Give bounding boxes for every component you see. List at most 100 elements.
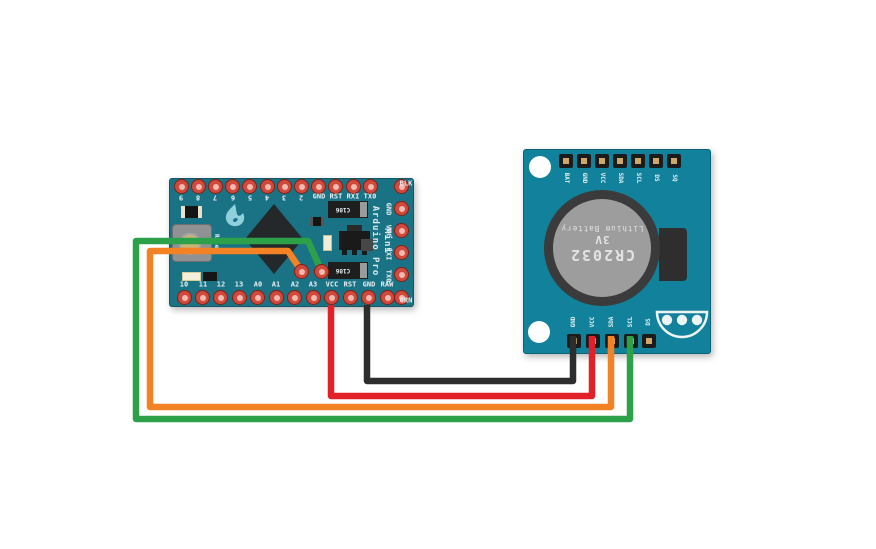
arduino-pin	[306, 290, 321, 305]
pin-label: VCC	[589, 316, 596, 328]
rtc-pad	[586, 334, 600, 348]
led	[182, 272, 201, 281]
pin-label: 11	[198, 280, 208, 289]
pin-label: SCL	[627, 316, 634, 328]
regulator-leg	[352, 250, 357, 255]
arduino-pin	[191, 179, 206, 194]
arduino-pin	[324, 290, 339, 305]
pin-label: BAT	[563, 172, 570, 184]
battery-holder-clip	[659, 228, 687, 281]
arduino-a5-pad	[314, 264, 329, 279]
capacitor-c106	[328, 201, 368, 218]
battery-text: CR2032 3V Lithium Battery	[547, 223, 657, 264]
pin-label: GND	[570, 316, 577, 328]
rtc-pad	[667, 154, 681, 168]
resistor	[310, 217, 324, 226]
arduino-pin	[232, 290, 247, 305]
rtc-pad	[567, 334, 581, 348]
board-title: Mini Arduino Pro	[370, 205, 392, 277]
pin-label: RST	[329, 192, 343, 201]
arduino-pin	[269, 290, 284, 305]
pin-label: 13	[234, 280, 244, 289]
rtc-pad	[624, 334, 638, 348]
battery-model: CR2032	[568, 246, 636, 264]
pin-label: DS	[653, 174, 660, 182]
battery-voltage: 3V	[594, 233, 610, 246]
pin-label: A1	[271, 280, 281, 289]
arduino-pin	[328, 179, 343, 194]
pin-label: GND	[312, 192, 326, 201]
rtc-pad	[559, 154, 573, 168]
arduino-ftdi-pin	[394, 179, 409, 194]
rtc-pad	[577, 154, 591, 168]
rtc-pad	[631, 154, 645, 168]
pin-label: 12	[216, 280, 226, 289]
pin-label: SQ	[671, 174, 678, 182]
arduino-pin	[363, 179, 378, 194]
reset-button-cap[interactable]	[179, 233, 201, 255]
arduino-pro-mini-board: 9 8 7 6 5 4 3 2 GND RST RXI TX0 10 11 12…	[169, 178, 414, 307]
pin-label: SCL	[635, 172, 642, 184]
led	[323, 235, 332, 251]
arduino-pin	[177, 290, 192, 305]
pin-label: TX0	[363, 192, 377, 201]
pin-label: GND	[581, 172, 588, 184]
arduino-pin	[195, 290, 210, 305]
pin-label: 7	[212, 193, 218, 202]
arduino-pin	[208, 179, 223, 194]
arduino-ftdi-pin	[394, 223, 409, 238]
rtc-pad	[649, 154, 663, 168]
pin-label: A2	[290, 280, 300, 289]
arduino-pin	[343, 290, 358, 305]
rtc-pad	[595, 154, 609, 168]
pin-label: A0	[253, 280, 263, 289]
arduino-pin	[250, 290, 265, 305]
pin-label: BLK	[399, 179, 413, 188]
microcontroller-chip	[245, 204, 303, 274]
pin-label: 10	[179, 280, 189, 289]
capacitor-label: C106	[335, 267, 351, 274]
pin-label: 4	[264, 193, 270, 202]
arduino-ftdi-pin	[394, 245, 409, 260]
pin-label: RXI	[346, 192, 360, 201]
pin-label: SDA	[608, 316, 615, 328]
pin-label: GRN	[399, 296, 413, 305]
regulator-leg	[342, 250, 347, 255]
arduino-ftdi-pin	[394, 201, 409, 216]
arduino-pin	[260, 179, 275, 194]
arduino-pin	[225, 179, 240, 194]
reset-label: Reset	[213, 233, 220, 253]
pin-label: 3	[281, 193, 287, 202]
mounting-hole	[528, 321, 550, 343]
capacitor-label: C106	[335, 206, 351, 213]
arduino-pin	[294, 179, 309, 194]
pin-label: 2	[298, 193, 304, 202]
arduino-pin	[287, 290, 302, 305]
pin-label: VCC	[325, 280, 339, 289]
mounting-hole	[529, 156, 551, 178]
rtc-pad	[605, 334, 619, 348]
pin-label: 5	[247, 193, 253, 202]
rtc-pad	[642, 334, 656, 348]
rtc-pad	[613, 154, 627, 168]
arduino-pin	[311, 179, 326, 194]
pin-label: A3	[308, 280, 318, 289]
voltage-regulator-tab	[347, 225, 362, 232]
pin-label: DS	[645, 318, 652, 326]
arduino-pin	[346, 179, 361, 194]
sparkfun-flame-icon	[225, 204, 245, 227]
smd-component	[203, 272, 217, 281]
arduino-pin	[174, 179, 189, 194]
pin-label: 9	[178, 193, 184, 202]
arduino-pin	[213, 290, 228, 305]
rtc-module-board: BAT GND VCC SDA SCL DS SQ CR2032 3V Lith…	[523, 149, 711, 354]
pin-label: SDA	[617, 172, 624, 184]
resistor	[181, 206, 202, 218]
arduino-ftdi-pin	[394, 267, 409, 282]
pin-label: RST	[343, 280, 357, 289]
pin-label: 8	[195, 193, 201, 202]
arduino-pin	[242, 179, 257, 194]
pin-label: VCC	[599, 172, 606, 184]
